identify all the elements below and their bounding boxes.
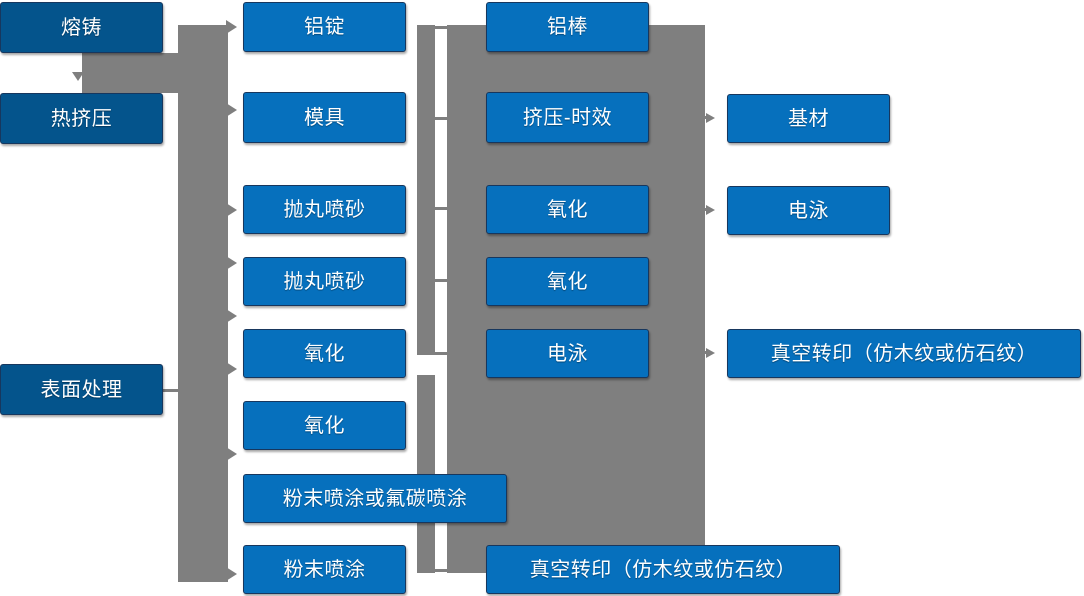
- stage-hot-extrusion[interactable]: 热挤压: [0, 93, 163, 144]
- proc-aluminum-bar[interactable]: 铝棒: [486, 2, 649, 52]
- tie-line-extrusion-aging: [433, 117, 451, 120]
- proc-vacuum-transfer-bottom[interactable]: 真空转印（仿木纹或仿石纹）: [486, 545, 840, 594]
- proc-oxidation-4[interactable]: 氧化: [486, 257, 649, 306]
- connector-surface-treatment-stem: [163, 389, 185, 392]
- arrow-stem-base-material: [696, 116, 708, 119]
- connector-left-trunk: [178, 25, 228, 582]
- arrow-trunk-to-oxidation-2: [226, 362, 237, 376]
- arrow-trunk-to-powder-coating: [226, 567, 237, 581]
- arrow-trunk-to-powder-or-fluorocarbon: [226, 447, 237, 461]
- arrow-panel-to-electrophoresis-2: [706, 205, 715, 215]
- connector-middle-bar-upper: [417, 25, 435, 355]
- arrow-stem-electrophoresis-2: [696, 208, 708, 211]
- tie-line-oxidation-4: [433, 279, 451, 282]
- proc-shot-blasting-1[interactable]: 抛丸喷砂: [243, 185, 406, 234]
- proc-oxidation-3[interactable]: 氧化: [486, 185, 649, 234]
- stage-surface-treatment[interactable]: 表面处理: [0, 364, 163, 415]
- proc-vacuum-transfer-right[interactable]: 真空转印（仿木纹或仿石纹）: [727, 329, 1081, 378]
- arrow-trunk-to-oxidation-1: [226, 309, 237, 323]
- proc-mold[interactable]: 模具: [243, 92, 406, 143]
- arrow-panel-to-vacuum-transfer-right: [706, 348, 715, 358]
- proc-electrophoresis-1[interactable]: 电泳: [486, 329, 649, 378]
- proc-powder-coating[interactable]: 粉末喷涂: [243, 545, 406, 594]
- stage-melt-cast[interactable]: 熔铸: [0, 2, 163, 53]
- arrow-panel-to-base-material: [706, 113, 715, 123]
- tie-line-oxidation-3: [433, 207, 451, 210]
- arrow-trunk-to-shot-blasting-2: [226, 256, 237, 270]
- proc-electrophoresis-2[interactable]: 电泳: [727, 186, 890, 235]
- connector-melt-to-extrusion-arrow: [72, 72, 84, 81]
- proc-extrusion-aging[interactable]: 挤压-时效: [486, 92, 649, 143]
- arrow-trunk-to-mold: [226, 103, 237, 117]
- tie-line-electrophoresis-1: [433, 352, 451, 355]
- tie-line-aluminum-bar: [433, 26, 451, 29]
- arrow-trunk-to-aluminum-ingot: [226, 20, 237, 34]
- arrow-stem-vacuum-transfer-right: [696, 351, 708, 354]
- tie-line-vacuum-transfer-bottom: [433, 569, 451, 572]
- proc-base-material[interactable]: 基材: [727, 94, 890, 143]
- proc-oxidation-1[interactable]: 氧化: [243, 329, 406, 378]
- proc-aluminum-ingot[interactable]: 铝锭: [243, 2, 406, 52]
- connector-melt-to-extrusion-bar: [82, 53, 178, 93]
- proc-powder-or-fluorocarbon[interactable]: 粉末喷涂或氟碳喷涂: [243, 474, 507, 523]
- arrow-trunk-to-shot-blasting-1: [226, 203, 237, 217]
- proc-oxidation-2[interactable]: 氧化: [243, 401, 406, 450]
- proc-shot-blasting-2[interactable]: 抛丸喷砂: [243, 257, 406, 306]
